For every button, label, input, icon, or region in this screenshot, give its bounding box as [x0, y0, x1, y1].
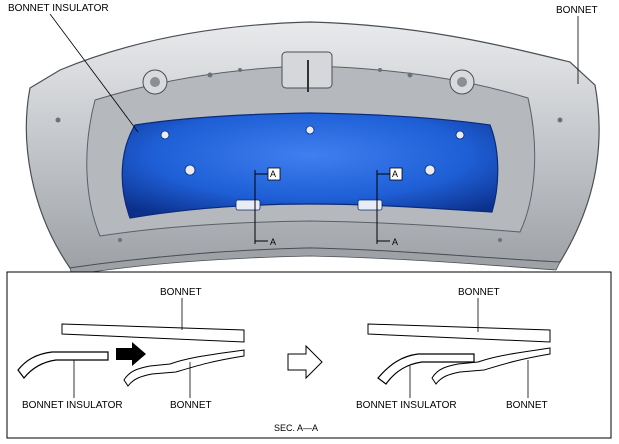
label-insulator-before: BONNET INSULATOR: [22, 400, 123, 411]
label-bonnet-after-top: BONNET: [458, 287, 500, 298]
label-insulator-after: BONNET INSULATOR: [356, 400, 457, 411]
label-bonnet-before-bottom: BONNET: [170, 400, 212, 411]
section-after: BONNET BONNET INSULATOR BONNET: [356, 287, 551, 411]
insulator-after: [377, 353, 475, 385]
section-caption: SEC. A—A: [274, 423, 318, 433]
bonnet-skin-before: [61, 323, 245, 343]
label-bonnet-before-top: BONNET: [160, 287, 202, 298]
bonnet-inner-before: [123, 349, 245, 387]
section-letter-right-bottom: A: [392, 237, 398, 247]
label-bonnet-after-bottom: BONNET: [506, 400, 548, 411]
section-mark-left: [254, 170, 268, 244]
section-letter-right-top: A: [392, 169, 398, 179]
transition-arrow: [287, 344, 323, 380]
label-bonnet-top: BONNET: [556, 5, 598, 16]
label-bonnet-insulator-top: BONNET INSULATOR: [8, 3, 109, 14]
bonnet-illustration: A A A A BONNET INSULATOR BONNET: [8, 3, 600, 276]
section-before: BONNET BONNET INSULATOR BONNET: [17, 287, 245, 411]
bonnet-insulator-pad: [121, 112, 499, 219]
push-arrow: [116, 342, 146, 366]
bonnet-lower-lip: [69, 247, 561, 276]
section-mark-right: [376, 170, 390, 244]
insulator-before: [17, 351, 109, 379]
bonnet-skin-after: [367, 323, 551, 343]
section-letter-left-top: A: [270, 169, 276, 179]
bonnet-inner-after: [431, 347, 551, 385]
section-letter-left-bottom: A: [270, 237, 276, 247]
